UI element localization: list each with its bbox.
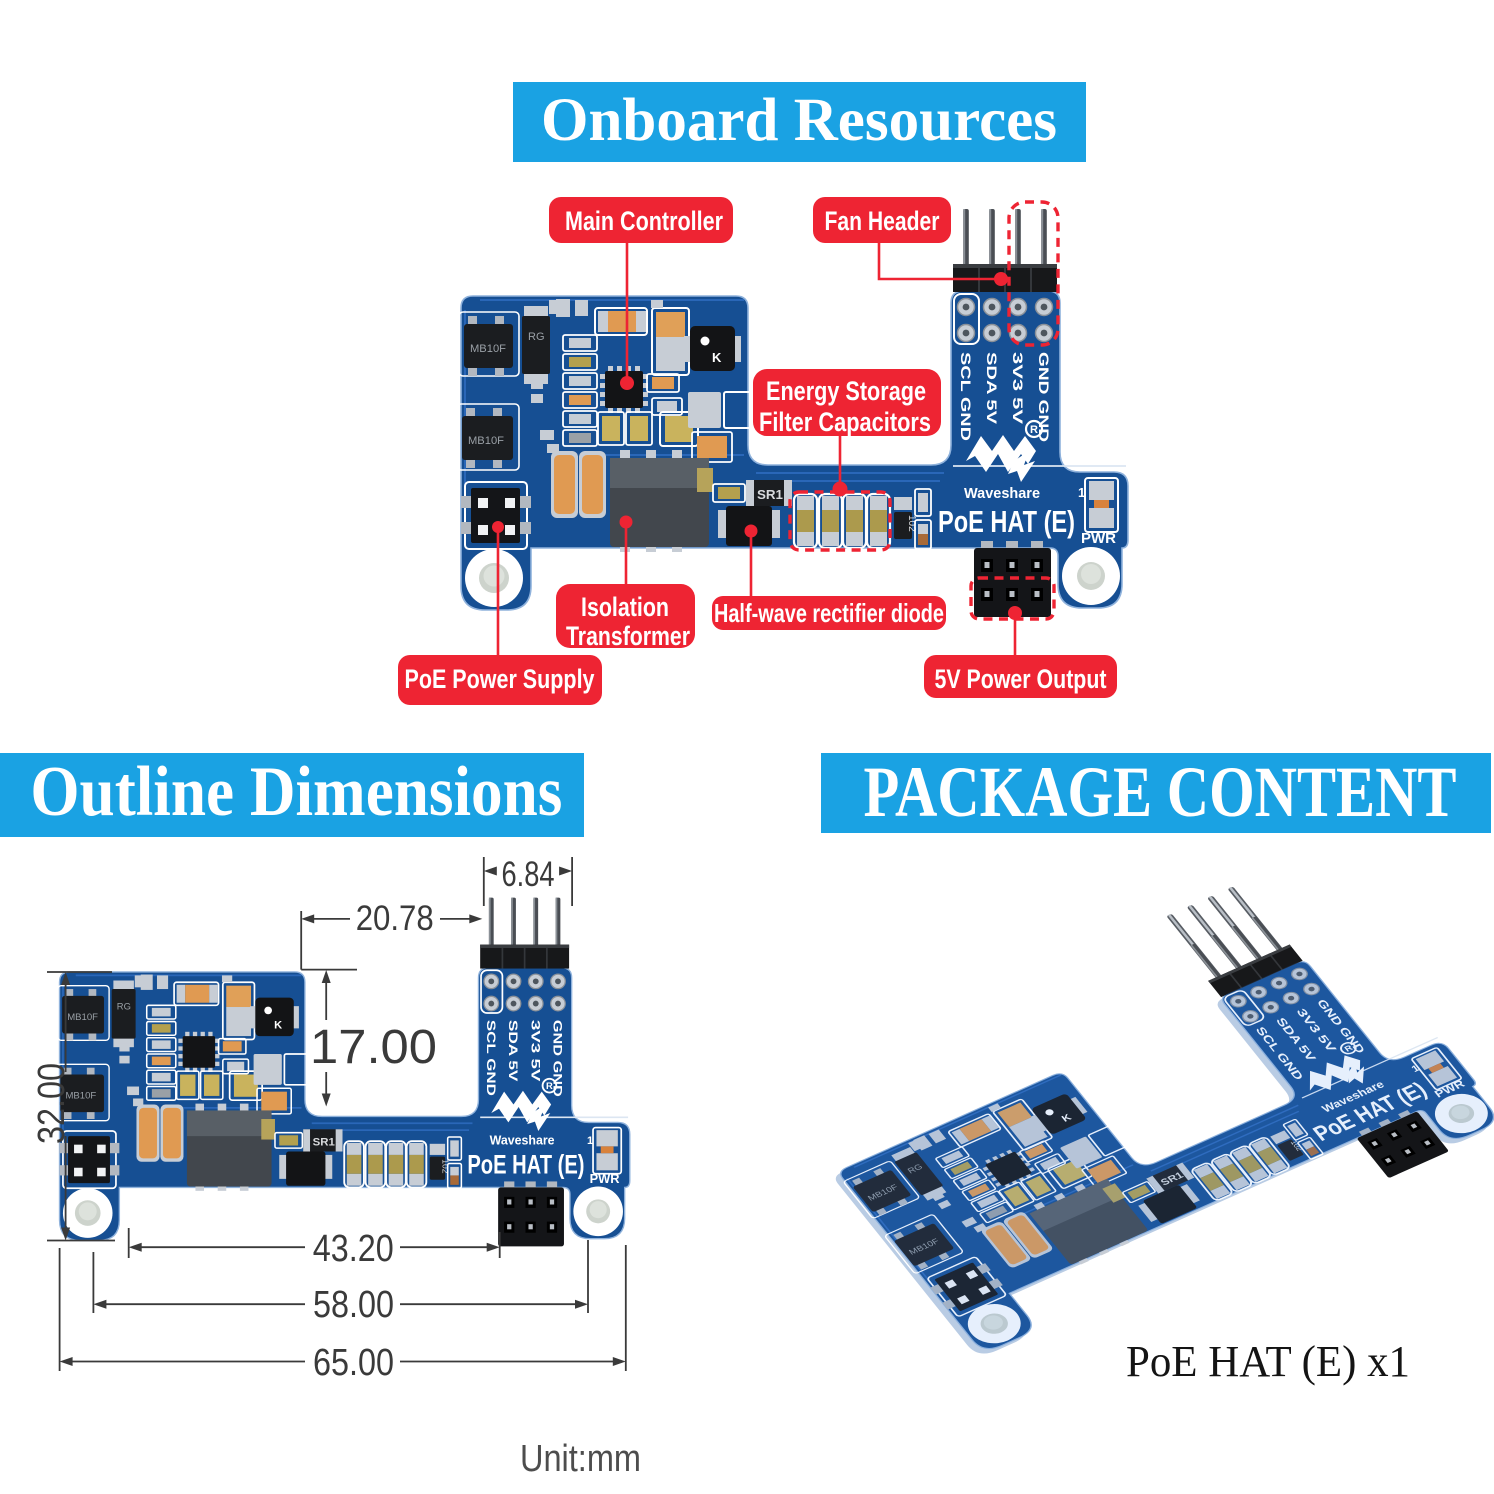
svg-text:PACKAGE CONTENT: PACKAGE CONTENT [864,752,1457,832]
svg-text:Unit:mm: Unit:mm [520,1438,641,1480]
svg-text:32.00: 32.00 [31,1063,73,1144]
svg-text:Energy Storage: Energy Storage [766,376,926,406]
svg-text:PoE HAT (E) x1: PoE HAT (E) x1 [1126,1337,1410,1386]
svg-text:Half-wave rectifier diode: Half-wave rectifier diode [714,598,944,628]
svg-text:43.20: 43.20 [313,1228,394,1270]
svg-text:Fan Header: Fan Header [825,206,940,236]
svg-text:6.84: 6.84 [502,855,555,894]
svg-text:Isolation: Isolation [581,592,669,622]
svg-text:Main Controller: Main Controller [565,206,723,236]
svg-text:5V Power Output: 5V Power Output [935,664,1107,694]
svg-text:Filter Capacitors: Filter Capacitors [759,407,931,437]
svg-text:20.78: 20.78 [356,899,434,938]
svg-text:17.00: 17.00 [310,1021,437,1074]
svg-text:58.00: 58.00 [313,1284,394,1326]
svg-text:Outline Dimensions: Outline Dimensions [30,753,562,831]
svg-text:Transformer: Transformer [566,621,690,651]
svg-text:65.00: 65.00 [313,1342,394,1384]
svg-text:Onboard Resources: Onboard Resources [541,87,1057,154]
svg-text:PoE Power Supply: PoE Power Supply [405,664,595,694]
